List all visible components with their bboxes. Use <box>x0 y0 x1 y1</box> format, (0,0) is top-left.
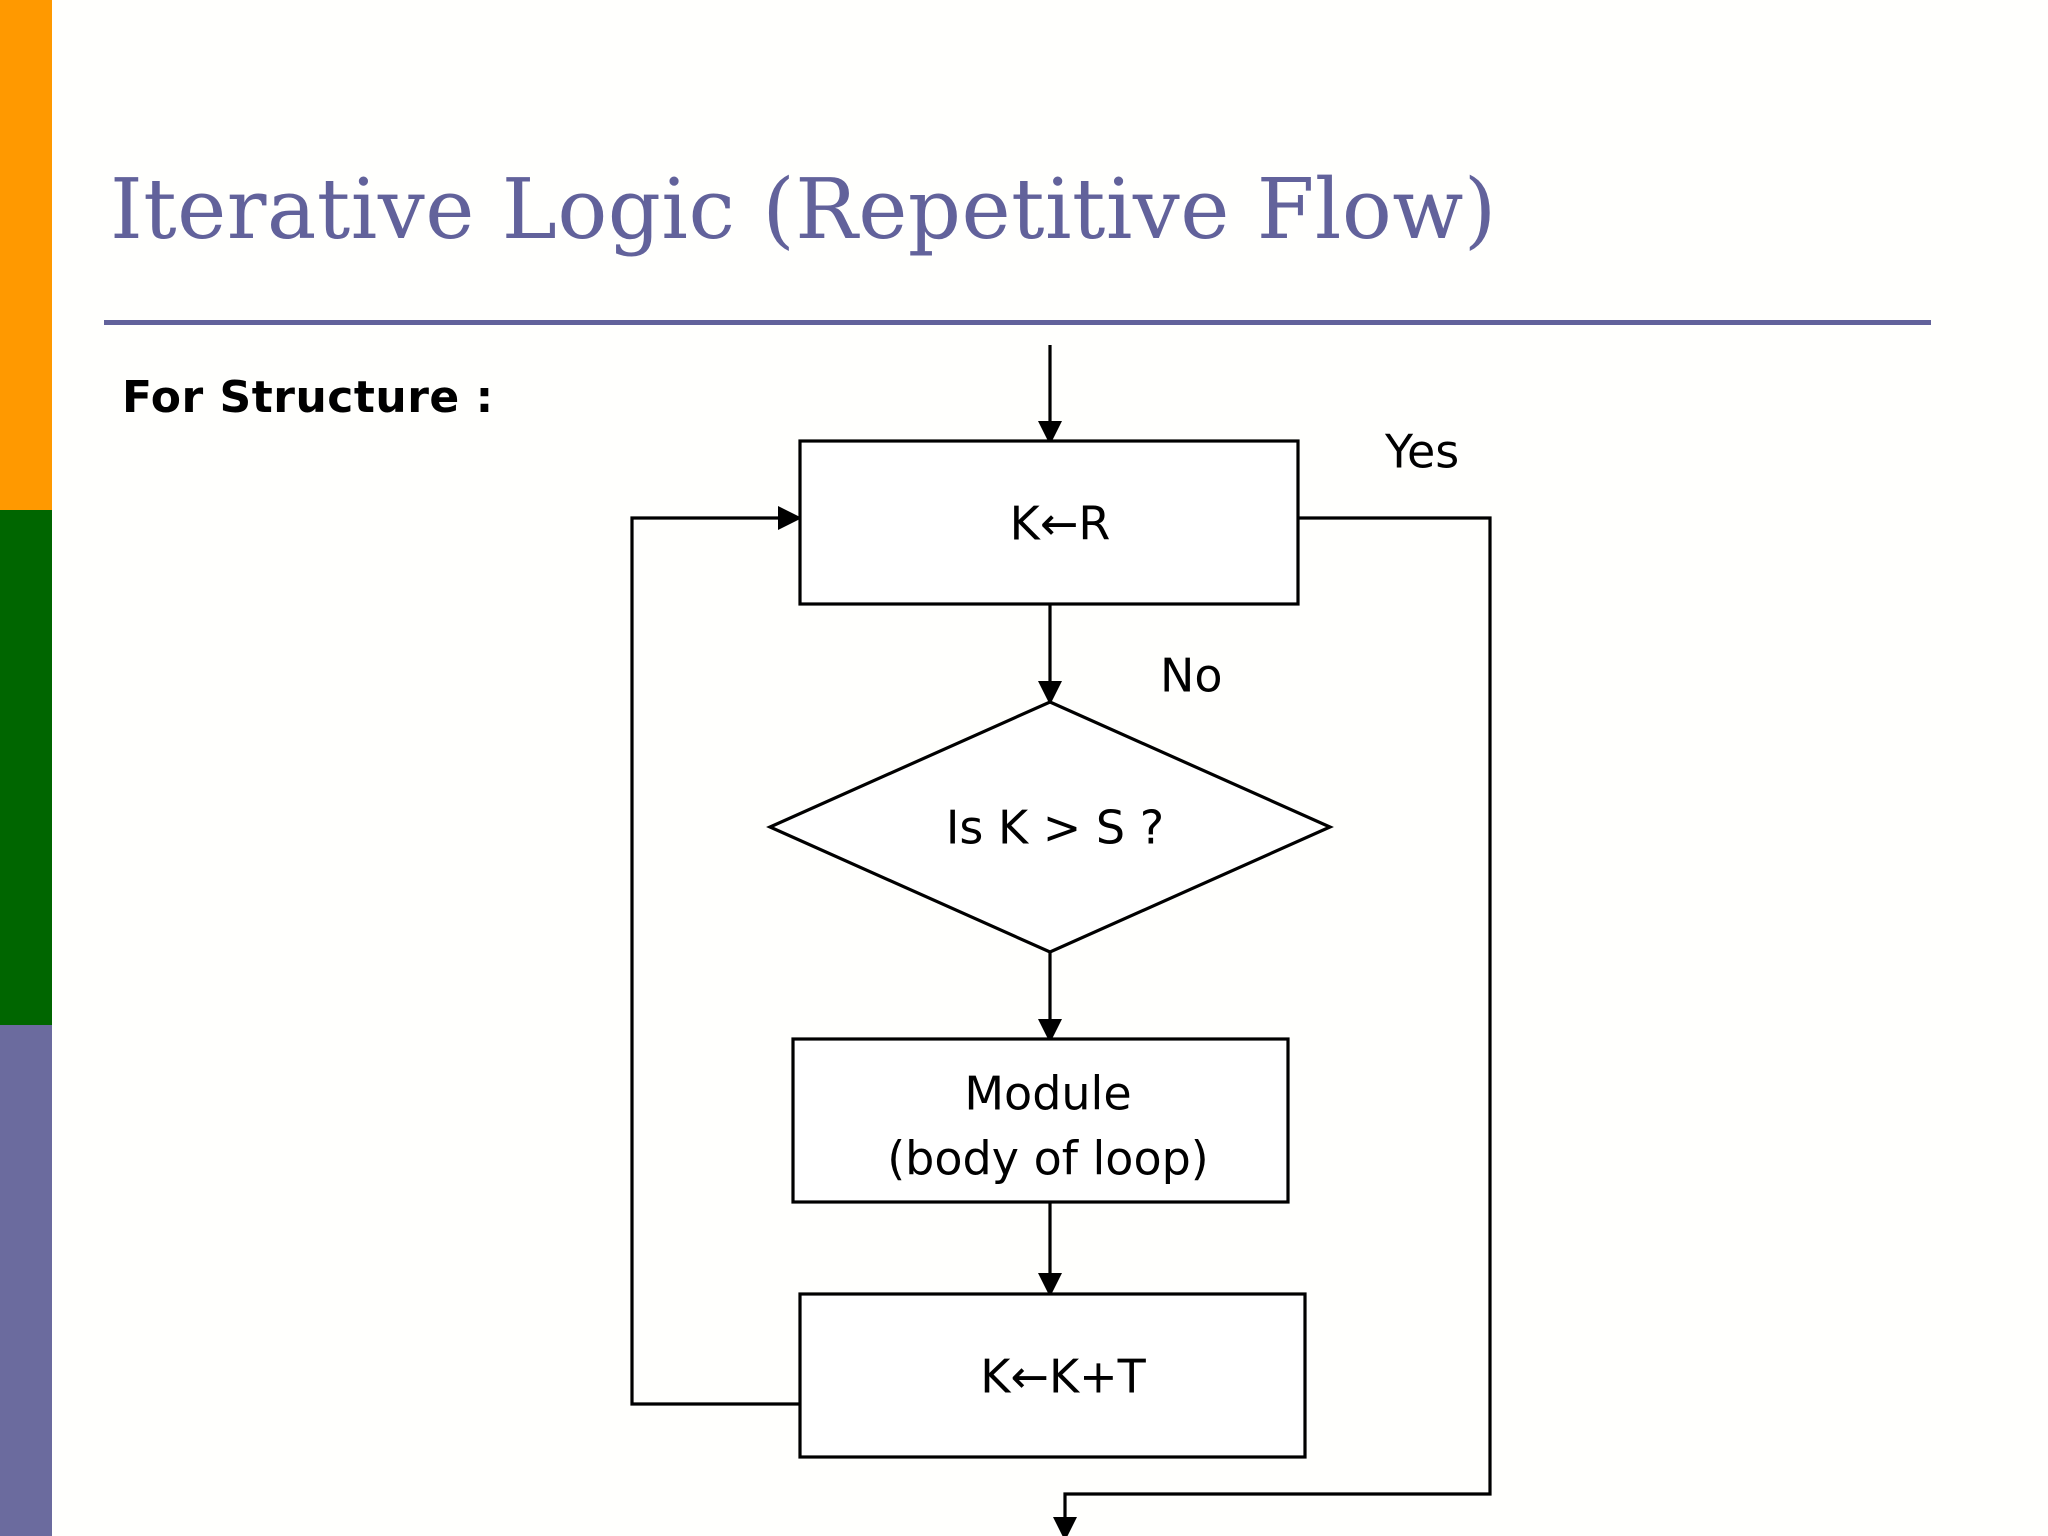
node-incr-box[interactable] <box>798 1292 1307 1459</box>
edge-loop-back <box>630 506 802 1406</box>
accent-band-orange <box>0 0 52 510</box>
edge-label-no: No <box>1160 649 1223 703</box>
node-init-label: K←R <box>1010 497 1111 551</box>
edge-label-yes: Yes <box>1384 425 1459 479</box>
accent-band-purple <box>0 1025 52 1536</box>
node-body-label-line1: Module <box>964 1067 1131 1121</box>
page-title: Iterative Logic (Repetitive Flow) <box>110 161 1497 258</box>
node-init-box[interactable] <box>798 439 1300 606</box>
node-incr-label: K←K+T <box>980 1350 1146 1404</box>
node-test-diamond[interactable] <box>766 700 1334 954</box>
section-subtitle: For Structure : <box>122 372 494 423</box>
accent-band-green <box>0 510 52 1025</box>
node-body-box[interactable] <box>791 1037 1290 1204</box>
node-test-label: Is K > S ? <box>946 801 1164 855</box>
edge-yes-exit <box>1053 516 1492 1536</box>
title-divider <box>104 320 1931 325</box>
node-body-label-line2: (body of loop) <box>887 1132 1209 1186</box>
